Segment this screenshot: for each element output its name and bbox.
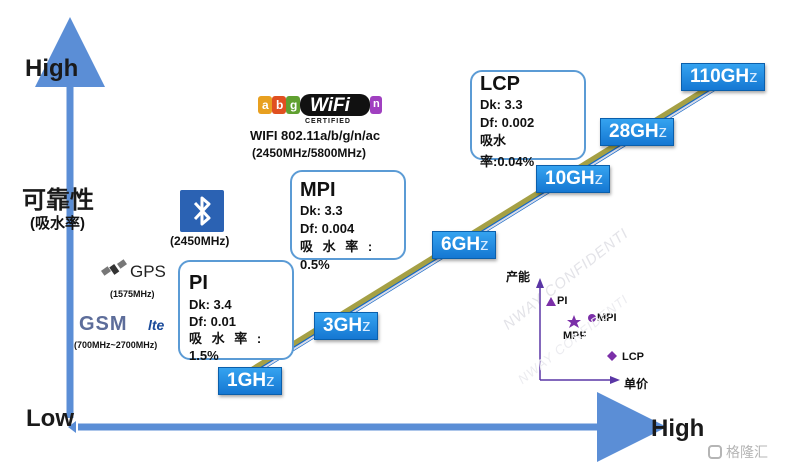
inset-y-label: 产能 [506, 270, 531, 284]
wifi-certified-text: CERTIFIED [305, 118, 351, 125]
y-axis-title: 可靠性 [22, 187, 94, 214]
y-axis-high-label: High [25, 55, 79, 82]
wifi-logo: a b g WiFi n [258, 93, 398, 121]
freq-28ghz: 28GHz [600, 118, 675, 146]
mpi-marker-circle [588, 314, 596, 322]
wifi-letter-n: n [373, 98, 380, 110]
pi-df: Df: 0.01 [189, 314, 236, 329]
mpi-absorption-value: 0.5% [300, 257, 330, 272]
wifi-frequency-text: (2450MHz/5800MHz) [252, 146, 367, 160]
freq-3ghz-suffix: z [362, 316, 371, 335]
freq-10ghz-suffix: z [594, 169, 604, 188]
freq-110ghz-suffix: z [749, 67, 758, 86]
freq-6ghz-suffix: z [480, 235, 489, 254]
freq-3ghz-value: 3GH [323, 315, 363, 336]
bluetooth-frequency-text: (2450MHz) [170, 234, 230, 248]
gps-frequency-text: (1575MHz) [110, 289, 155, 299]
corner-watermark-text: 格隆汇 [726, 444, 768, 460]
satellite-icon [100, 258, 128, 282]
gsm-logo: GSM [79, 313, 128, 335]
wifi-standard-text: WIFI 802.11a/b/g/n/ac [250, 128, 381, 143]
freq-6ghz: 6GHz [432, 231, 496, 259]
wifi-letter-b: b [276, 98, 284, 112]
corner-watermark: 格隆汇 [708, 442, 768, 462]
freq-6ghz-value: 6GH [441, 234, 481, 255]
pi-title: PI [189, 272, 208, 294]
mpi-df: Df: 0.004 [300, 221, 355, 236]
freq-1ghz-suffix: z [266, 371, 275, 390]
gsm-frequency-text: (700MHz~2700MHz) [74, 340, 158, 350]
lcp-dk: Dk: 3.3 [480, 97, 523, 112]
freq-10ghz: 10GHz [536, 165, 611, 193]
inset-lcp-label: LCP [622, 351, 644, 363]
y-axis-subtitle: (吸水率) [30, 215, 85, 232]
lcp-marker-diamond [607, 351, 617, 361]
mpi-title: MPI [300, 179, 336, 201]
inset-pi-label: PI [557, 295, 568, 307]
inset-x-label: 单价 [624, 377, 649, 391]
freq-28ghz-suffix: z [658, 122, 668, 141]
inset-chart [536, 278, 620, 384]
wifi-logo-graphic [258, 94, 382, 116]
x-axis-high-label: High [651, 415, 705, 442]
pi-material-box [178, 260, 294, 360]
lcp-absorption-value: 率:0.04% [480, 154, 535, 169]
pi-marker-triangle [546, 297, 556, 306]
lcp-title: LCP [480, 73, 520, 95]
freq-28ghz-value: 28GH [609, 121, 659, 142]
pi-absorption-label: 吸 水 率 : [189, 331, 262, 346]
inset-mpi-label: MPI [597, 312, 617, 324]
gps-label: GPS [130, 262, 166, 281]
inset-x-arrow [610, 376, 620, 384]
y-axis-low-label: Low [26, 405, 74, 432]
lcp-df: Df: 0.002 [480, 115, 535, 130]
wifi-word: WiFi [310, 95, 350, 116]
lcp-absorption-label: 吸水 [480, 133, 507, 148]
pi-dk: Dk: 3.4 [189, 297, 232, 312]
freq-10ghz-value: 10GH [545, 168, 595, 189]
freq-1ghz: 1GHz [218, 367, 282, 395]
mpi-dk: Dk: 3.3 [300, 203, 343, 218]
mpf-marker-star [567, 315, 581, 328]
corner-watermark-icon [708, 445, 722, 459]
mpi-absorption-label: 吸 水 率 : [300, 239, 373, 254]
pi-absorption-value: 1.5% [189, 348, 219, 363]
inset-y-arrow [536, 278, 544, 288]
x-axis-left-arrow [68, 421, 76, 433]
lte-logo: lte [148, 317, 165, 333]
wifi-letter-g: g [290, 98, 298, 112]
bluetooth-icon [180, 190, 224, 232]
wifi-letter-a: a [262, 98, 269, 112]
freq-110ghz-value: 110GH [690, 66, 750, 87]
freq-110ghz: 110GHz [681, 63, 765, 91]
mpi-material-box [290, 170, 406, 260]
freq-3ghz: 3GHz [314, 312, 378, 340]
inset-mpf-label: MPF [563, 330, 587, 342]
freq-1ghz-value: 1GH [227, 370, 267, 391]
lcp-material-box [470, 70, 586, 160]
